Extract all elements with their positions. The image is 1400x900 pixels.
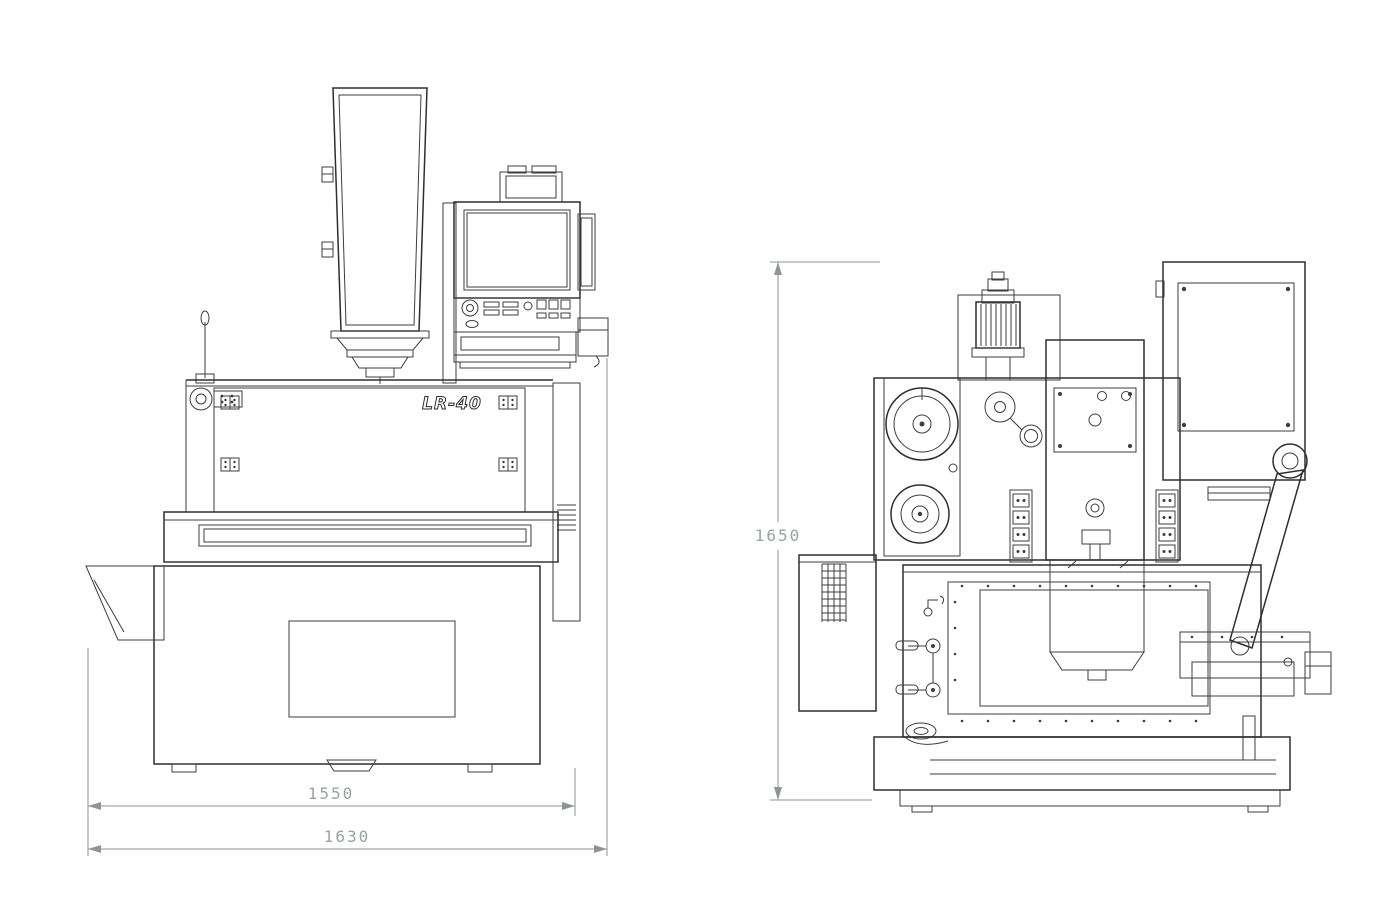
model-label: LR-40 xyxy=(422,394,482,414)
left-lever xyxy=(189,310,243,411)
tower-head xyxy=(330,330,430,384)
right-side-panel xyxy=(552,382,581,622)
clamp-wheel xyxy=(189,387,213,411)
wire-drive-unit xyxy=(957,271,1061,448)
work-tank-front xyxy=(163,511,559,563)
nozzle xyxy=(1087,669,1107,681)
drain-fitting xyxy=(905,722,937,740)
center-foot xyxy=(326,759,377,772)
arm-shoulder xyxy=(1272,443,1308,479)
base-cabinet xyxy=(153,565,541,773)
monitor xyxy=(453,201,581,299)
vent-grid xyxy=(821,563,847,622)
foot-right-side xyxy=(1247,805,1269,813)
z-ram xyxy=(1049,559,1145,653)
discharge-chute xyxy=(85,565,165,641)
swing-arm xyxy=(1179,443,1332,697)
dim-text-1630: 1630 xyxy=(324,827,371,846)
rear-panel xyxy=(1155,261,1306,481)
tension-ring xyxy=(1019,424,1043,448)
front-view: LR-40 xyxy=(85,87,609,856)
motor xyxy=(971,271,1025,381)
dimension-1650: 1650 xyxy=(755,261,880,801)
z-column xyxy=(1045,339,1145,681)
wire-spool-lower xyxy=(890,484,950,544)
foot-left xyxy=(171,763,197,773)
monitor-screen xyxy=(463,209,571,291)
valve-1-handle xyxy=(895,640,919,651)
valve-2-handle xyxy=(895,684,919,695)
dimension-1550: 1550 xyxy=(87,648,576,856)
linear-guides xyxy=(1009,489,1179,563)
dimension-1630: 1630 xyxy=(88,358,608,856)
side-latch xyxy=(577,317,609,357)
foot-left-side xyxy=(911,805,933,813)
cross-slide xyxy=(1179,631,1311,679)
wire-spools xyxy=(883,377,961,557)
side-view: 1650 xyxy=(755,261,1332,813)
arm-elbow xyxy=(1230,636,1250,656)
slide-end-box xyxy=(1304,651,1332,695)
table-window xyxy=(979,589,1209,707)
valves xyxy=(895,595,949,745)
guide-pulley xyxy=(984,391,1016,423)
machine-base-side xyxy=(873,736,1291,813)
base-door xyxy=(288,620,456,718)
dim-text-1550: 1550 xyxy=(308,784,355,803)
foot-right xyxy=(467,763,493,773)
main-frame xyxy=(873,377,1271,561)
dielectric-tank xyxy=(798,554,877,712)
dim-text-1650: 1650 xyxy=(755,526,802,545)
wire-tower xyxy=(321,87,428,332)
upper-cabinet-doors: LR-40 xyxy=(185,379,581,622)
control-pendant xyxy=(442,165,609,384)
